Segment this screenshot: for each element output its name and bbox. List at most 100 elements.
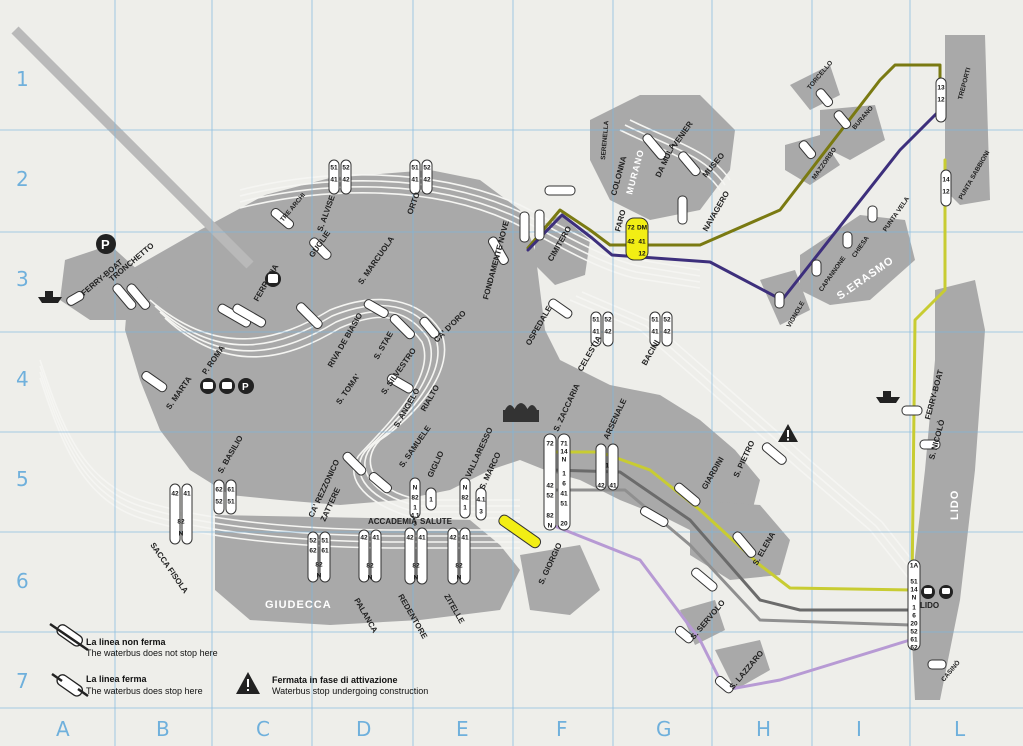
line-badge-s-zaccaria-l-0: 72 bbox=[546, 441, 554, 448]
faro-stop-highlight bbox=[625, 217, 649, 261]
line-badge-s-zaccaria-r-1: 14 bbox=[560, 449, 568, 456]
parking-icon: P bbox=[96, 234, 116, 254]
warning-icon bbox=[778, 424, 798, 442]
line-badge-s-zaccaria-l-1: 42 bbox=[546, 483, 554, 490]
stop-accademia: ACCADEMIA bbox=[368, 517, 417, 526]
stop-lido: LIDO bbox=[920, 601, 939, 610]
line-badge-redentore-2: 82 bbox=[412, 563, 420, 570]
line-badge-vallaresso-3: 4.1 bbox=[476, 497, 485, 504]
grid-col-l: L bbox=[954, 717, 966, 741]
grid-col-h: H bbox=[756, 717, 771, 741]
train-icon bbox=[265, 271, 281, 287]
line-badge-s-zaccaria-l-4: N bbox=[548, 523, 553, 530]
line-badge-vallaresso-1: 82 bbox=[461, 495, 469, 502]
line-olive bbox=[526, 63, 942, 250]
bus-icon bbox=[200, 378, 216, 394]
line-badge-lido-2: 14 bbox=[910, 587, 918, 594]
line-badge-orto-1: 52 bbox=[423, 165, 431, 172]
line-badge-faro-4: 12 bbox=[638, 251, 646, 258]
line-badge-orto-0: 51 bbox=[411, 165, 419, 172]
line-badge-s-alvise-1: 52 bbox=[342, 165, 350, 172]
line-badge-faro-1: DM bbox=[637, 225, 647, 232]
line-badge-zitelle-3: N bbox=[457, 575, 462, 582]
ferry-icon bbox=[38, 291, 62, 303]
grid-col-b: B bbox=[156, 717, 170, 741]
line-badge-bacini-3: 42 bbox=[663, 329, 671, 336]
line-badge-arsenale-0: 1 bbox=[605, 463, 609, 470]
area-lido: LIDO bbox=[949, 490, 961, 520]
area-giudecca: GIUDECCA bbox=[265, 599, 332, 611]
line-badge-lido-8: 61 bbox=[910, 637, 918, 644]
line-badge-faro-0: 72 bbox=[627, 225, 635, 232]
grid-row-labels: 1 2 3 4 5 6 7 bbox=[16, 67, 29, 693]
line-badge-punta-sabbioni-1: 12 bbox=[942, 189, 950, 196]
line-badge-s-alvise-0: 51 bbox=[330, 165, 338, 172]
legend-no-stop-en: The waterbus does not stop here bbox=[86, 648, 218, 658]
line-badge-s-zaccaria-l-3: 82 bbox=[546, 513, 554, 520]
line-badge-bacini-2: 41 bbox=[651, 329, 659, 336]
svg-text:P: P bbox=[101, 237, 110, 252]
line-badge-accademia-1: 41 bbox=[372, 535, 380, 542]
line-badge-lido-1: 51 bbox=[910, 579, 918, 586]
line-badge-palanca-0: 52 bbox=[309, 538, 317, 545]
svg-text:P: P bbox=[242, 382, 249, 393]
line-badge-accademia-0: 42 bbox=[360, 535, 368, 542]
line-badge-s-zaccaria-r-3: 1 bbox=[562, 471, 566, 478]
line-badge-celestia-1: 52 bbox=[604, 317, 612, 324]
line-badge-s-zaccaria-r-5: 41 bbox=[560, 491, 568, 498]
line-badge-vallaresso-0: N bbox=[463, 485, 468, 492]
line-badge-lido-9: 62 bbox=[910, 645, 918, 652]
legend-no-stop-icon bbox=[49, 622, 89, 652]
line-badge-salute-4: 3 bbox=[413, 521, 417, 528]
legend-no-stop-it: La linea non ferma bbox=[86, 637, 167, 647]
line-badge-zitelle-1: 41 bbox=[461, 535, 469, 542]
line-badge-s-zaccaria-r-6: 51 bbox=[560, 501, 568, 508]
line-badge-s-zaccaria-r-0: 71 bbox=[560, 441, 568, 448]
line-badge-salute-2: 1 bbox=[413, 505, 417, 512]
line-badge-salute-3: 4.1 bbox=[410, 513, 419, 520]
legend-stop-icon bbox=[51, 672, 89, 698]
line-badge-lido-7: 52 bbox=[910, 629, 918, 636]
line-badge-lido-6: 20 bbox=[910, 621, 918, 628]
land-s-lazzaro bbox=[715, 640, 770, 690]
line-badge-celestia-2: 41 bbox=[592, 329, 600, 336]
bus-icon-lido-2 bbox=[939, 585, 953, 599]
line-badge-treporti-0: 13 bbox=[937, 85, 945, 92]
line-badge-palanca-2: 62 bbox=[309, 548, 317, 555]
bus-icon-lido bbox=[921, 585, 935, 599]
line-badge-s-basilio-3: 51 bbox=[227, 499, 235, 506]
line-badge-s-zaccaria-r-4: 6 bbox=[562, 481, 566, 488]
line-badge-s-basilio-0: 62 bbox=[215, 487, 223, 494]
legend-stop-it: La linea ferma bbox=[86, 674, 148, 684]
grid-row-5: 5 bbox=[16, 467, 29, 491]
line-badge-lido-0: 1A bbox=[910, 563, 919, 570]
line-badge-celestia-0: 51 bbox=[592, 317, 600, 324]
line-badge-s-basilio-1: 61 bbox=[227, 487, 235, 494]
san-marco-basilica-icon bbox=[503, 403, 539, 422]
s-giorgio-stop-highlight bbox=[498, 514, 542, 549]
grid-col-c: C bbox=[256, 717, 270, 741]
stop-salute: SALUTE bbox=[420, 517, 453, 526]
line-badge-s-zaccaria-r-2: N bbox=[562, 457, 567, 464]
line-badge-sacca-fisola-3: N bbox=[179, 531, 184, 538]
canal-route-bundle bbox=[39, 119, 921, 581]
line-badge-orto-3: 42 bbox=[423, 177, 431, 184]
line-badge-sacca-fisola-0: 42 bbox=[171, 491, 179, 498]
stop-bacini: BACINI bbox=[640, 339, 662, 367]
stop-serenella: SERENELLA bbox=[600, 120, 610, 160]
line-badge-zitelle-2: 82 bbox=[455, 563, 463, 570]
stop-sacca-fisola: SACCA FISOLA bbox=[148, 541, 190, 595]
grid-row-2: 2 bbox=[16, 167, 29, 191]
land-s-giorgio bbox=[520, 545, 600, 615]
line-badge-bacini-0: 51 bbox=[651, 317, 659, 324]
legend: La linea non ferma The waterbus does not… bbox=[49, 622, 428, 698]
line-badge-s-alvise-2: 41 bbox=[330, 177, 338, 184]
line-badge-redentore-0: 42 bbox=[406, 535, 414, 542]
grid-row-4: 4 bbox=[16, 367, 29, 391]
grid-row-1: 1 bbox=[16, 67, 29, 91]
line-badge-palanca-3: 61 bbox=[321, 548, 329, 555]
line-badge-redentore-3: N bbox=[414, 575, 419, 582]
line-badge-palanca-4: 82 bbox=[315, 562, 323, 569]
grid-row-6: 6 bbox=[16, 569, 29, 593]
